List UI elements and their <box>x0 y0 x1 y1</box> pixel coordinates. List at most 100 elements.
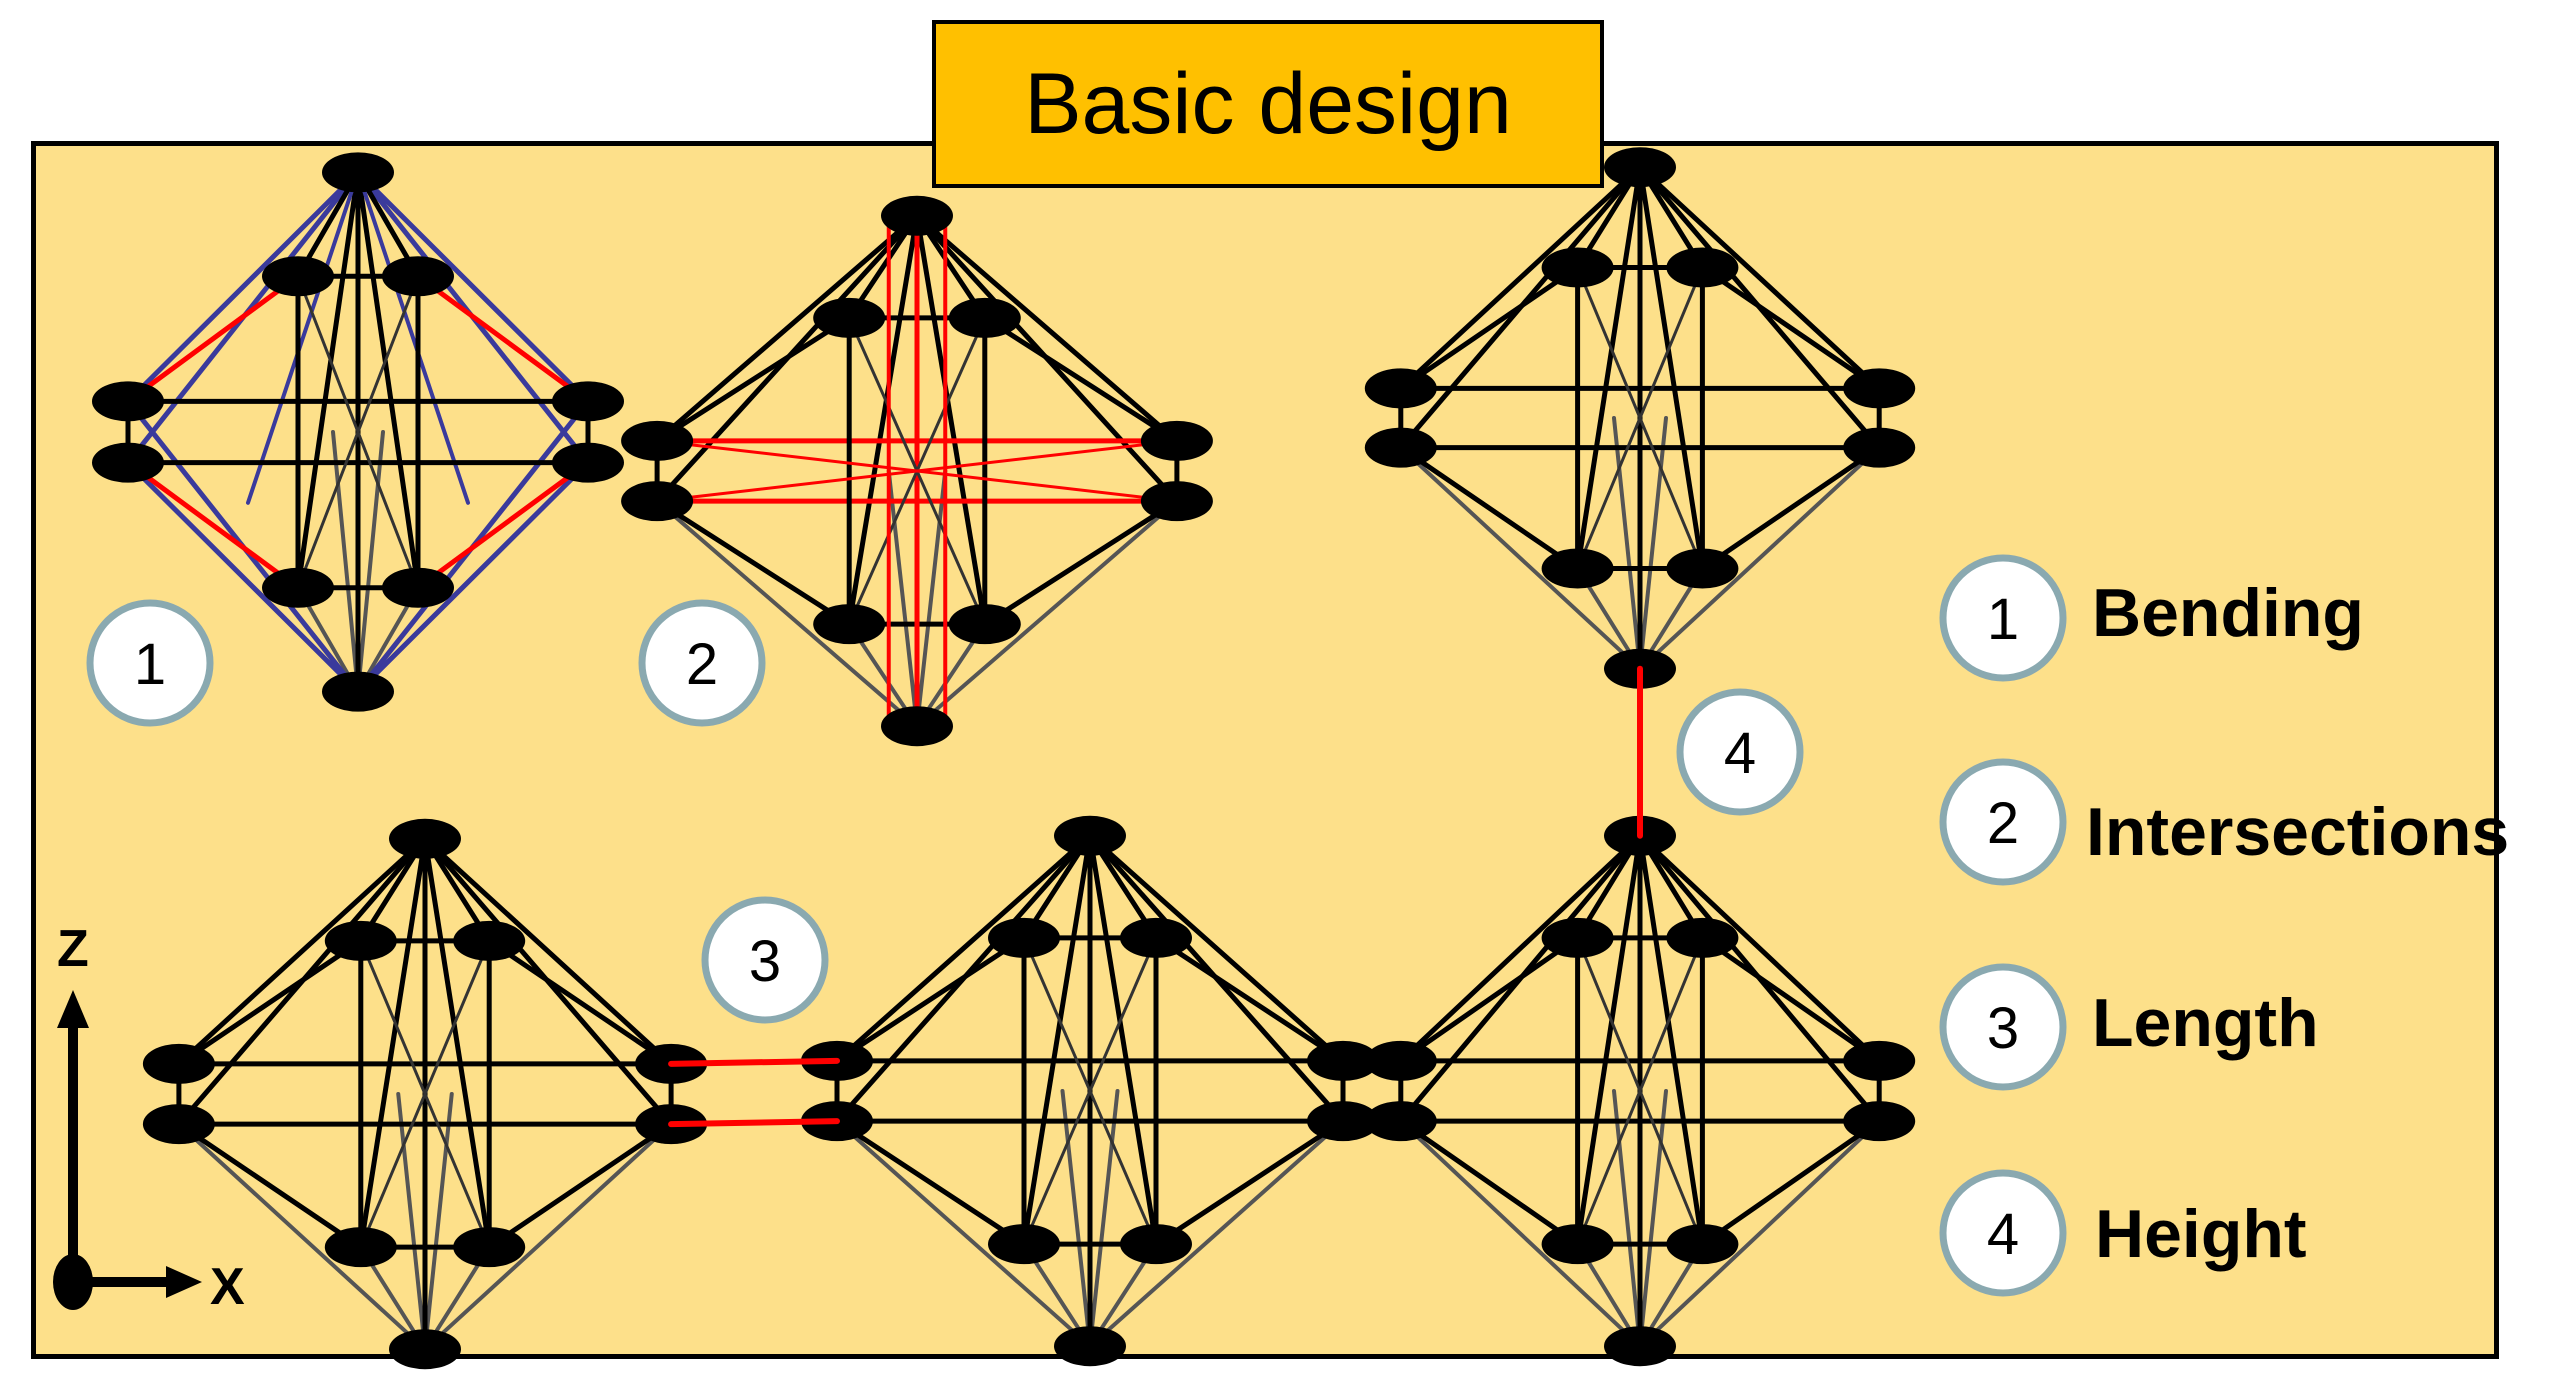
node-top <box>1604 147 1676 188</box>
node-inner <box>988 1224 1060 1265</box>
node-inner <box>453 920 526 961</box>
node-equator <box>142 1104 215 1145</box>
legend-number-intersections: 2 <box>1987 791 2019 856</box>
lower-strut <box>886 469 919 729</box>
legend: 1 Bending 2 Intersections 3 Length 4 Hei… <box>1939 554 2509 1297</box>
side-strut <box>1699 445 1882 571</box>
z-axis-label: Z <box>57 920 89 978</box>
node-equator <box>1843 1040 1916 1081</box>
side-strut <box>1153 935 1346 1064</box>
node-inner <box>813 604 886 645</box>
node-equator <box>1140 420 1213 461</box>
badge-length: 3 <box>701 896 829 1024</box>
top-strut <box>1087 833 1159 1247</box>
legend-item-length: 3 Length <box>1939 963 2319 1091</box>
top-strut <box>1575 833 1643 1247</box>
node-equator <box>1140 481 1213 522</box>
top-strut <box>422 836 674 1067</box>
node-inner <box>324 1227 397 1268</box>
node-inner <box>382 256 454 297</box>
lower-strut <box>1398 445 1642 671</box>
side-strut <box>1699 935 1882 1064</box>
lower-strut <box>1638 416 1668 671</box>
cross-strut-red <box>655 439 1179 503</box>
node-top <box>1054 815 1126 856</box>
side-strut <box>834 935 1027 1064</box>
side-strut <box>125 460 301 591</box>
top-strut <box>355 169 591 404</box>
side-strut <box>1398 1118 1581 1247</box>
badge-intersections-number: 2 <box>686 632 718 697</box>
top-strut-blue <box>246 170 360 505</box>
node-top <box>322 152 394 193</box>
top-strut <box>1637 833 1882 1064</box>
lower-strut <box>1638 1089 1668 1349</box>
top-strut <box>1637 164 1705 571</box>
top-strut <box>1637 833 1705 1247</box>
node-inner <box>1666 1224 1739 1265</box>
badge-bending-number: 1 <box>134 632 166 697</box>
length-connector <box>668 1057 840 1067</box>
side-strut <box>1699 265 1882 391</box>
node-equator <box>1843 427 1916 468</box>
z-axis-arrowhead <box>57 990 89 1028</box>
node-inner <box>1120 1224 1192 1265</box>
length-connector <box>668 1118 840 1128</box>
diagonal-strut <box>296 274 420 590</box>
lower-strut <box>356 430 385 694</box>
top-strut <box>846 213 920 627</box>
side-strut <box>654 498 852 627</box>
side-strut <box>654 315 852 444</box>
node-bottom <box>1604 1326 1676 1367</box>
side-strut <box>415 273 591 404</box>
side-strut <box>982 498 1180 627</box>
lattice-structure-length-left <box>142 818 708 1370</box>
side-strut <box>1398 445 1581 571</box>
node-inner <box>813 297 886 338</box>
top-strut <box>295 169 361 591</box>
bottom-strut-blue <box>355 460 591 695</box>
lower-strut <box>1612 416 1642 671</box>
lattice-structure-height-bottom <box>1364 815 1916 1367</box>
lower-strut <box>1612 1089 1642 1349</box>
node-equator <box>621 481 694 522</box>
top-strut <box>1398 164 1643 391</box>
lower-strut <box>396 1092 427 1352</box>
node-equator <box>1364 427 1437 468</box>
bottom-strut-blue <box>125 460 361 695</box>
top-strut <box>176 836 428 1067</box>
node-equator <box>1364 1040 1437 1081</box>
lower-strut <box>1638 445 1882 671</box>
title-box: Basic design <box>932 20 1604 188</box>
node-inner <box>948 604 1021 645</box>
node-bottom <box>1054 1326 1126 1367</box>
node-equator <box>1843 368 1916 409</box>
top-strut <box>422 836 492 1250</box>
side-strut <box>486 1121 674 1250</box>
side-strut <box>1699 1118 1882 1247</box>
legend-label-bending: Bending <box>2092 575 2364 651</box>
basic-design-panel <box>31 141 2499 1359</box>
lattice-structure-bending <box>92 152 624 712</box>
node-inner <box>1541 548 1614 589</box>
legend-label-length: Length <box>2092 985 2319 1061</box>
legend-label-height: Height <box>2095 1196 2307 1272</box>
side-strut <box>1153 1118 1346 1247</box>
top-strut <box>834 833 1093 1064</box>
badge-bending: 1 <box>86 599 214 727</box>
lower-strut <box>423 1092 454 1352</box>
node-equator <box>1364 1101 1437 1142</box>
node-bottom <box>881 706 953 747</box>
node-inner <box>948 297 1021 338</box>
lattice-structure-length-right <box>801 815 1379 1367</box>
lower-strut <box>655 499 919 729</box>
diagonal-strut <box>1022 936 1158 1246</box>
lattice-structure-intersections <box>621 195 1213 747</box>
legend-item-height: 4 Height <box>1939 1169 2307 1297</box>
badge-intersections: 2 <box>638 599 766 727</box>
axis-origin <box>53 1254 93 1310</box>
badge-height-number: 4 <box>1724 721 1756 786</box>
lower-strut <box>1088 1119 1345 1349</box>
legend-label-intersections: Intersections <box>2086 794 2509 870</box>
